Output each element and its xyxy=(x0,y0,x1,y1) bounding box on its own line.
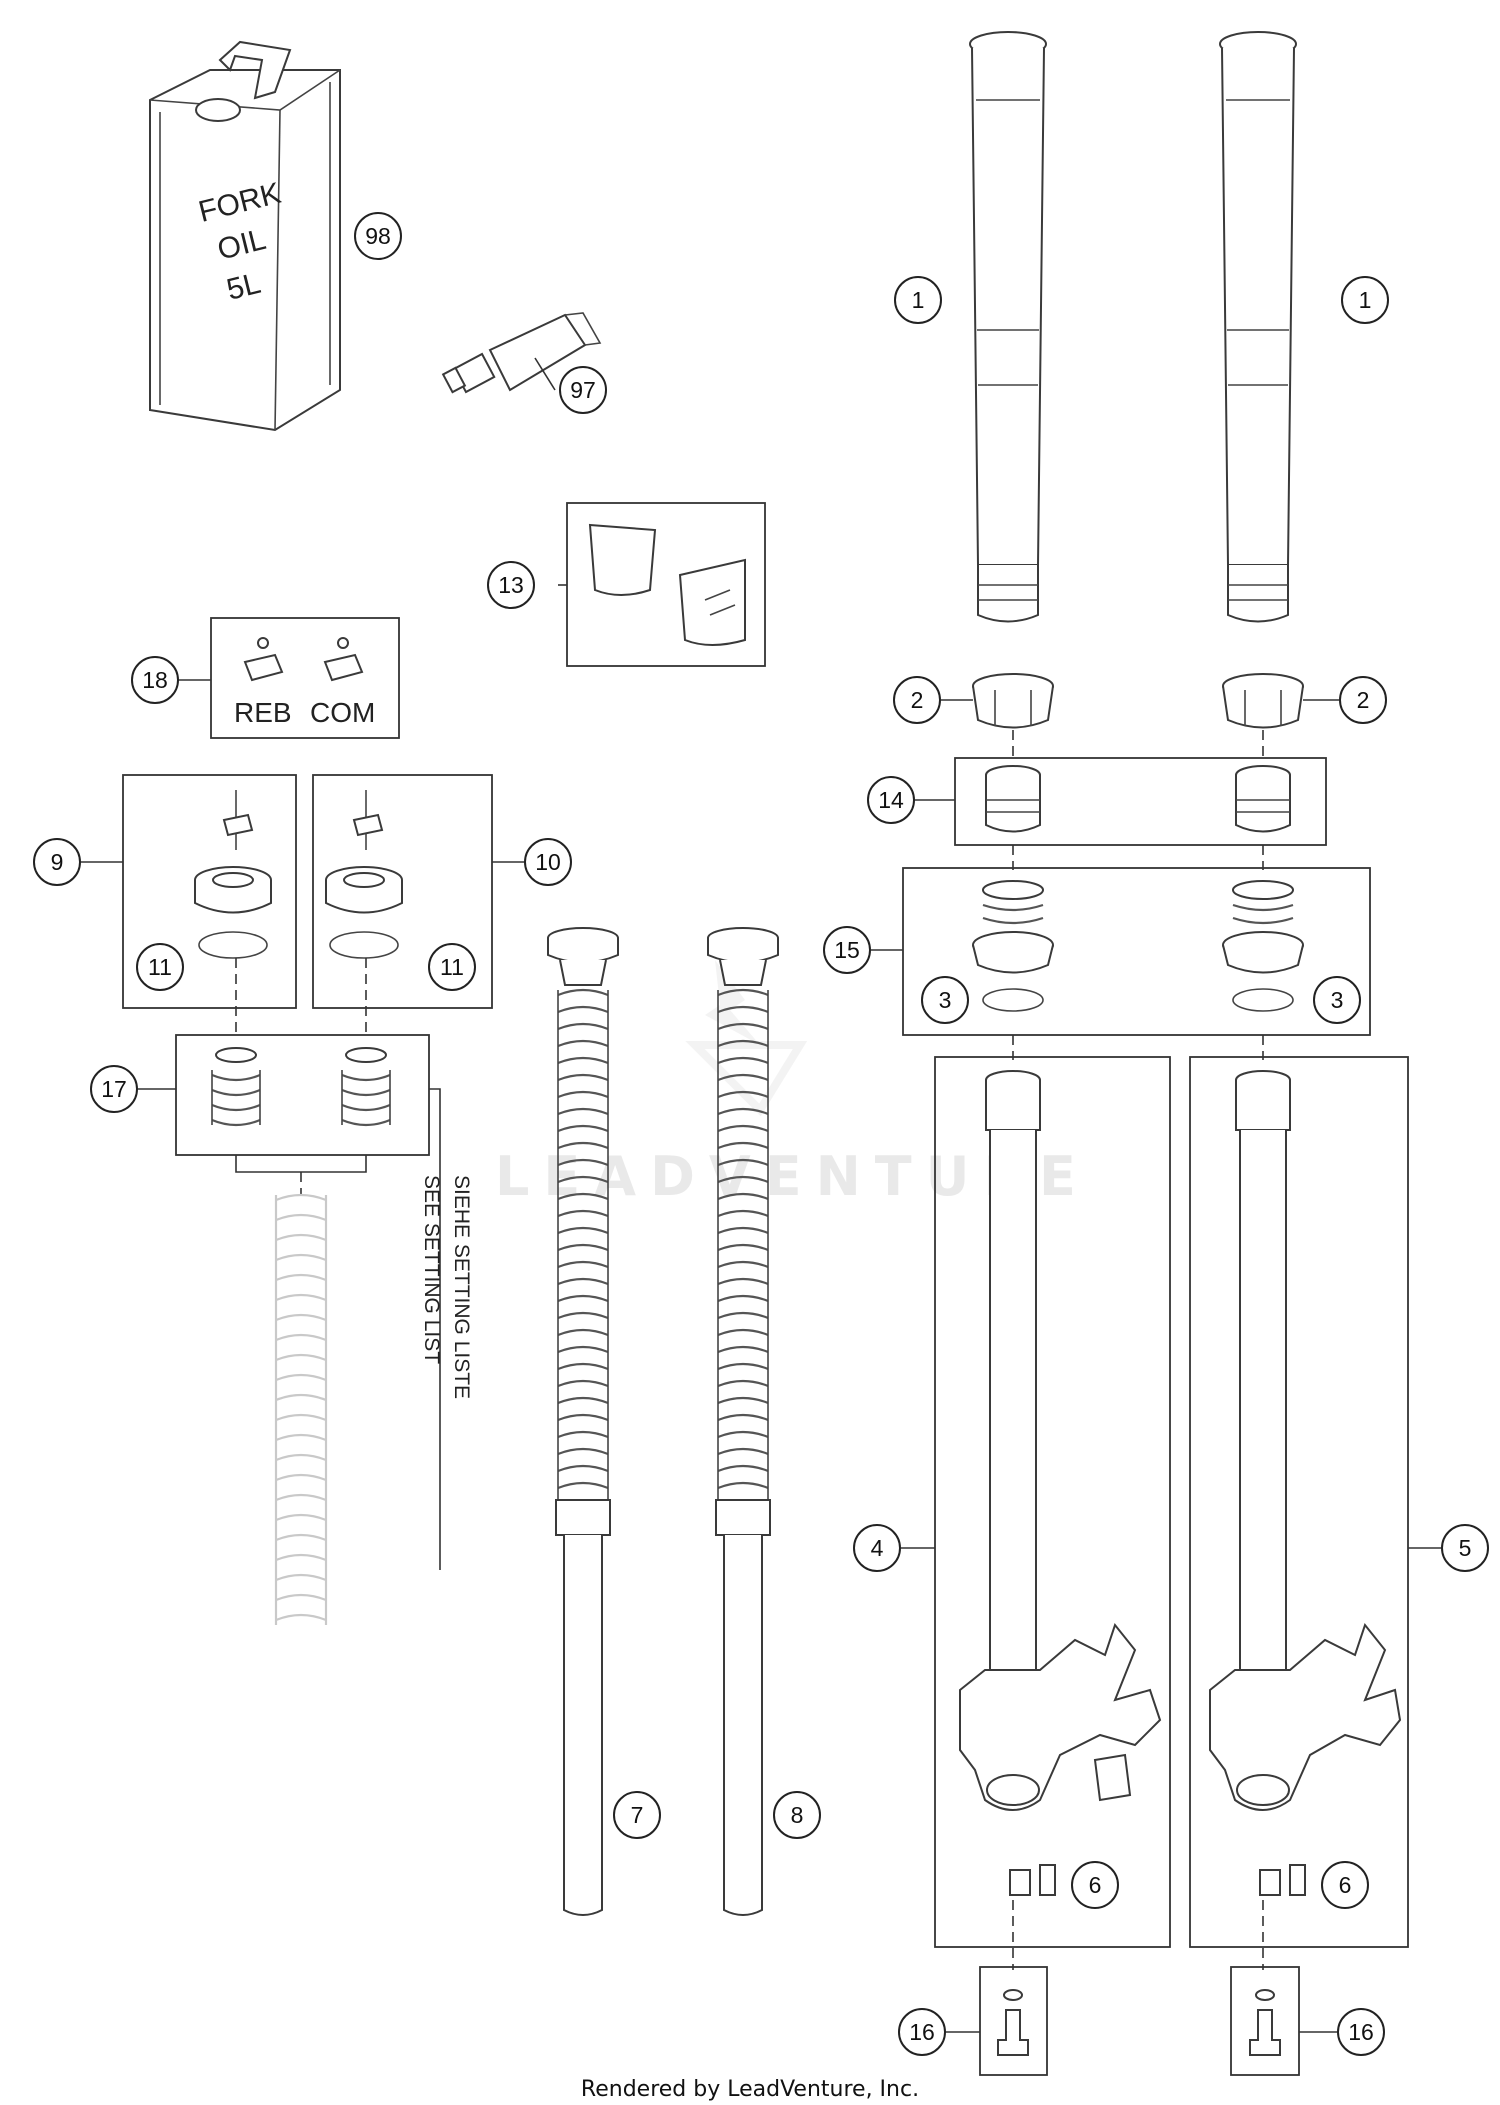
svg-text:11: 11 xyxy=(440,954,464,980)
seal-kit-right xyxy=(1222,880,1304,1012)
svg-text:4: 4 xyxy=(871,1535,884,1561)
outer-tube-right xyxy=(1219,31,1297,623)
svg-text:14: 14 xyxy=(878,787,904,813)
watermark: LEADVENTURE xyxy=(495,1145,1090,1208)
callout-8[interactable]: 8 xyxy=(773,1791,821,1839)
svg-text:11: 11 xyxy=(148,954,172,980)
svg-text:98: 98 xyxy=(365,223,391,249)
part-box-15 xyxy=(902,867,1371,1036)
svg-text:8: 8 xyxy=(791,1802,804,1828)
fork-oil-can: FORK OIL 5L xyxy=(149,40,341,432)
callout-13[interactable]: 13 xyxy=(487,561,535,609)
callout-1-right[interactable]: 1 xyxy=(1341,276,1389,324)
callout-98[interactable]: 98 xyxy=(354,212,402,260)
reb-label: REB xyxy=(234,697,292,728)
cartridge-7 xyxy=(547,927,619,1916)
part-box-5 xyxy=(1189,1056,1409,1948)
fork-spring xyxy=(274,1193,328,1625)
callout-10[interactable]: 10 xyxy=(524,838,572,886)
part-box-9 xyxy=(122,774,297,1009)
guide-bushing-right xyxy=(1235,765,1291,833)
svg-text:97: 97 xyxy=(570,377,596,403)
callout-4[interactable]: 4 xyxy=(853,1524,901,1572)
svg-text:6: 6 xyxy=(1089,1872,1102,1898)
callout-6-right[interactable]: 6 xyxy=(1321,1861,1369,1909)
part-box-18 xyxy=(210,617,400,739)
svg-text:7: 7 xyxy=(631,1802,644,1828)
inner-tube-axle-foot-right xyxy=(1209,1070,1402,1896)
outer-tube-left xyxy=(969,31,1047,623)
callout-16-right[interactable]: 16 xyxy=(1337,2008,1385,2056)
inner-tube-axle-foot-left xyxy=(959,1070,1162,1896)
preload-spacer-left xyxy=(211,1047,261,1127)
screw-cap-rebound xyxy=(194,790,272,959)
callout-11-right[interactable]: 11 xyxy=(428,943,476,991)
setting-note-line2: SEE SETTING LIST xyxy=(420,1175,443,1364)
callout-9[interactable]: 9 xyxy=(33,838,81,886)
callout-97[interactable]: 97 xyxy=(559,366,607,414)
svg-text:13: 13 xyxy=(498,572,524,598)
callout-6-left[interactable]: 6 xyxy=(1071,1861,1119,1909)
grease-tube xyxy=(441,312,602,394)
callout-2-right[interactable]: 2 xyxy=(1339,676,1387,724)
svg-text:3: 3 xyxy=(939,987,952,1013)
part-box-4 xyxy=(934,1056,1171,1948)
svg-text:18: 18 xyxy=(142,667,168,693)
svg-text:17: 17 xyxy=(101,1076,127,1102)
screw-cap-compression xyxy=(325,790,403,959)
callout-14[interactable]: 14 xyxy=(867,776,915,824)
callout-18[interactable]: 18 xyxy=(131,656,179,704)
seal-kit-left xyxy=(972,880,1054,1012)
callout-17[interactable]: 17 xyxy=(90,1065,138,1113)
part-box-17 xyxy=(175,1034,430,1156)
callout-15[interactable]: 15 xyxy=(823,926,871,974)
guide-bushing-left xyxy=(985,765,1041,833)
com-label: COM xyxy=(310,697,375,728)
callout-11-left[interactable]: 11 xyxy=(136,943,184,991)
fork-guard-clip-right xyxy=(1222,673,1304,729)
svg-text:9: 9 xyxy=(51,849,64,875)
svg-text:2: 2 xyxy=(1357,687,1370,713)
svg-text:3: 3 xyxy=(1331,987,1344,1013)
cartridge-8 xyxy=(707,927,779,1916)
svg-text:6: 6 xyxy=(1339,1872,1352,1898)
svg-text:16: 16 xyxy=(909,2019,935,2045)
svg-text:10: 10 xyxy=(535,849,561,875)
bolt-left xyxy=(997,1989,1029,2056)
preload-spacer-right xyxy=(341,1047,391,1127)
can-label-line3: 5L xyxy=(224,267,264,307)
setting-note-line1: SIEHE SETTING LISTE xyxy=(450,1175,473,1399)
svg-text:15: 15 xyxy=(834,937,860,963)
svg-text:1: 1 xyxy=(912,287,925,313)
rebound-adjuster xyxy=(243,637,284,682)
part-box-10 xyxy=(312,774,493,1009)
callout-3-right[interactable]: 3 xyxy=(1313,976,1361,1024)
fork-protector-clips xyxy=(588,523,746,646)
bolt-right xyxy=(1249,1989,1281,2056)
part-box-16-left xyxy=(979,1966,1048,2076)
svg-text:16: 16 xyxy=(1348,2019,1374,2045)
part-box-16-right xyxy=(1230,1966,1300,2076)
svg-text:5: 5 xyxy=(1459,1535,1472,1561)
fork-guard-clip-left xyxy=(972,673,1054,729)
footer-credit: Rendered by LeadVenture, Inc. xyxy=(580,2077,920,2102)
compression-adjuster xyxy=(323,637,364,682)
callout-5[interactable]: 5 xyxy=(1441,1524,1489,1572)
callout-7[interactable]: 7 xyxy=(613,1791,661,1839)
callout-3-left[interactable]: 3 xyxy=(921,976,969,1024)
part-box-14 xyxy=(954,757,1327,846)
svg-text:2: 2 xyxy=(911,687,924,713)
svg-text:1: 1 xyxy=(1359,287,1372,313)
callout-1-left[interactable]: 1 xyxy=(894,276,942,324)
callout-2-left[interactable]: 2 xyxy=(893,676,941,724)
callout-16-left[interactable]: 16 xyxy=(898,2008,946,2056)
